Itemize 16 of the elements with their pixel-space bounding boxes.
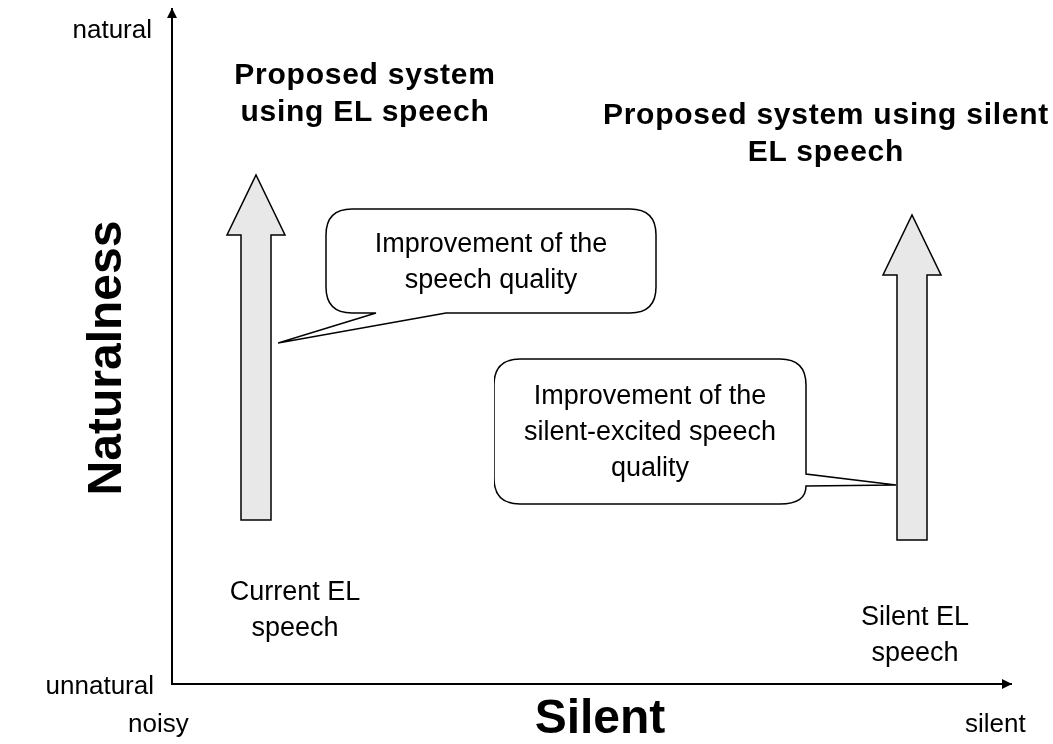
speech-bubble xyxy=(494,358,898,506)
system-heading: Proposed system using silent EL speech xyxy=(601,96,1051,169)
system-heading: Proposed system using EL speech xyxy=(233,56,497,129)
axis-label: natural xyxy=(71,13,152,46)
axis-label: unnatural xyxy=(44,669,154,702)
speech-bubble xyxy=(278,208,658,345)
axis-title: Naturalness xyxy=(77,219,132,498)
speech-label: Silent EL speech xyxy=(859,600,971,669)
bubble-text: Improvement of the silent-excited speech quality xyxy=(522,379,778,484)
axis-label: silent xyxy=(965,707,1027,740)
bubble-text: Improvement of the speech quality xyxy=(373,226,609,296)
block-arrow xyxy=(225,173,287,521)
block-arrow xyxy=(881,213,943,541)
axis-label: noisy xyxy=(128,707,190,740)
axis-title: Silent xyxy=(533,690,667,744)
speech-label: Current EL speech xyxy=(228,575,362,644)
